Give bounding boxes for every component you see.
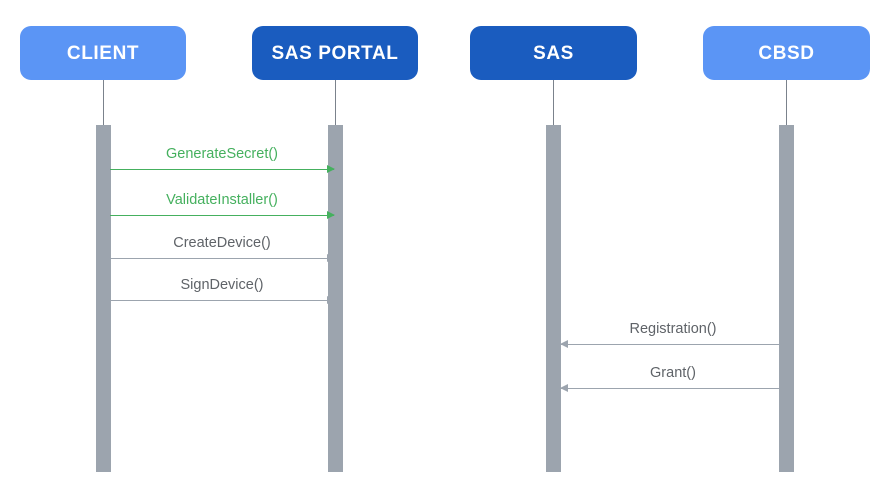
participant-label-sas-portal: SAS PORTAL [271, 42, 399, 64]
message-label-sign-device: SignDevice() [180, 277, 264, 294]
message-label-grant: Grant() [650, 365, 696, 382]
message-line-grant [561, 388, 785, 390]
message-label-create-device: CreateDevice() [173, 235, 271, 252]
message-line-validate-installer [110, 215, 334, 217]
activation-bar-sas [546, 125, 561, 472]
arrow-head-grant [560, 383, 568, 392]
arrow-head-registration [560, 339, 568, 348]
arrow-head-create-device [327, 253, 335, 262]
arrow-head-sign-device [327, 295, 335, 304]
message-label-registration: Registration() [629, 321, 717, 338]
message-line-generate-secret [110, 169, 334, 171]
message-line-create-device [110, 258, 334, 260]
participant-box-client[interactable]: CLIENT [20, 26, 186, 80]
participant-box-sas-portal[interactable]: SAS PORTAL [252, 26, 418, 80]
participant-label-client: CLIENT [66, 42, 140, 64]
participant-box-cbsd[interactable]: CBSD [703, 26, 870, 80]
message-label-validate-installer: ValidateInstaller() [166, 192, 278, 209]
participant-box-sas[interactable]: SAS [470, 26, 637, 80]
participant-label-sas: SAS [533, 42, 574, 64]
activation-bar-cbsd [779, 125, 794, 472]
participant-label-cbsd: CBSD [758, 42, 815, 64]
arrow-head-validate-installer [327, 210, 335, 219]
message-label-generate-secret: GenerateSecret() [165, 146, 279, 163]
activation-bar-client [96, 125, 111, 472]
message-line-sign-device [110, 300, 334, 302]
message-line-registration [561, 344, 785, 346]
arrow-head-generate-secret [327, 164, 335, 173]
